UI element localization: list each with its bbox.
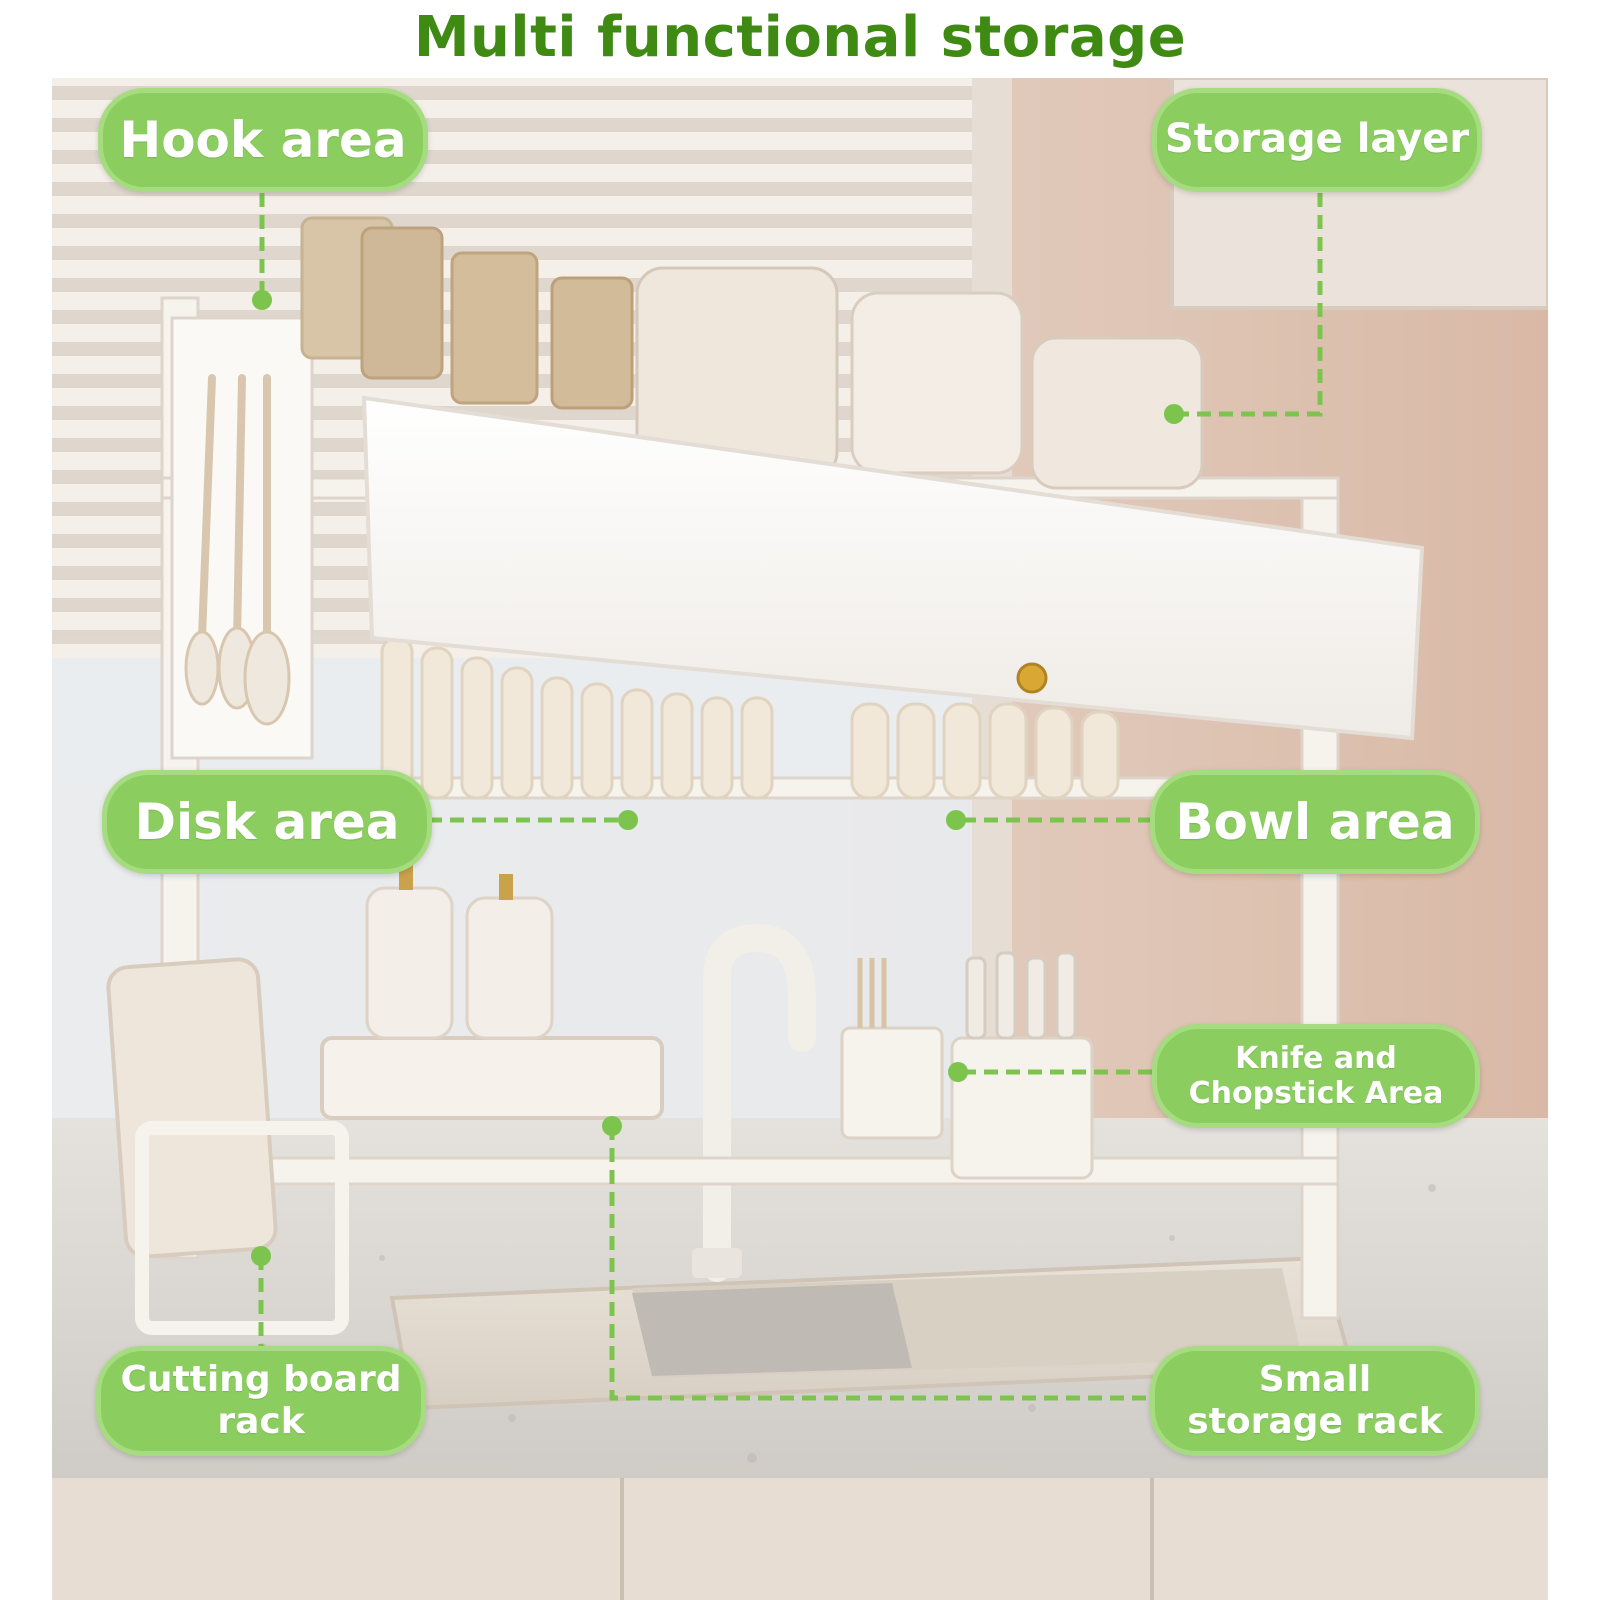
- label-storage-layer-text: Storage layer: [1164, 116, 1470, 163]
- label-disk-area-text: Disk area: [134, 792, 400, 851]
- label-cutting-board-rack: Cutting board rack: [96, 1346, 426, 1456]
- soap-basket: [320, 864, 664, 1120]
- label-bowl-area-text: Bowl area: [1175, 792, 1455, 851]
- label-hook-area: Hook area: [98, 88, 428, 192]
- chopstick-holder: [840, 1026, 944, 1140]
- leader-dots: [251, 290, 1184, 1266]
- label-cutting-board-line2: rack: [217, 1401, 305, 1442]
- door-knob: [1016, 662, 1048, 694]
- utensils: [184, 374, 291, 726]
- page-title: Multi functional storage: [413, 5, 1187, 70]
- sink: [389, 1255, 1355, 1411]
- label-knife-chopstick-area: Knife and Chopstick Area: [1152, 1024, 1480, 1128]
- knife-holder: [950, 1036, 1094, 1180]
- label-small-storage-line2: storage rack: [1187, 1401, 1443, 1442]
- label-knife-chopstick-line2: Chopstick Area: [1188, 1076, 1444, 1111]
- dishes: [380, 636, 1120, 800]
- label-bowl-area: Bowl area: [1150, 770, 1480, 874]
- label-knife-chopstick-line1: Knife and: [1235, 1040, 1397, 1076]
- label-storage-layer: Storage layer: [1152, 88, 1482, 192]
- leader-lines: [258, 193, 1323, 1401]
- label-disk-area: Disk area: [102, 770, 432, 874]
- cutting-board: [106, 957, 349, 1335]
- faucet: [703, 923, 816, 1282]
- lower-cabinets: [52, 1478, 1548, 1600]
- kitchen-rack-scene: [52, 78, 1548, 1600]
- flip-door: [361, 395, 1425, 741]
- label-small-storage-rack: Small storage rack: [1150, 1346, 1480, 1456]
- top-shelf-items: [300, 216, 1204, 490]
- label-small-storage-line1: Small: [1258, 1358, 1372, 1400]
- label-hook-area-text: Hook area: [119, 110, 407, 169]
- label-cutting-board-line1: Cutting board: [120, 1358, 402, 1400]
